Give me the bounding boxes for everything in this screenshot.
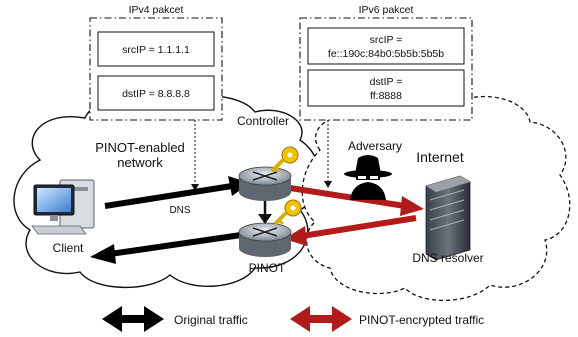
adversary-icon — [344, 155, 392, 200]
ipv4-src-ip: srcIP = 1.1.1.1 — [122, 44, 190, 56]
legend-original-label: Original traffic — [174, 313, 248, 327]
pinot-network-label-line1: PINOT-enabled — [95, 140, 185, 155]
internet-label: Internet — [416, 149, 464, 165]
controller-router-icon — [238, 166, 292, 201]
pinot-network-label-line2: network — [117, 155, 163, 170]
encrypted-traffic-out — [289, 185, 424, 216]
ipv6-dst-label: dstIP = — [370, 76, 403, 88]
pinot-label: PINOT — [249, 261, 286, 275]
ipv4-connector-head — [191, 184, 199, 191]
pinot-router-icon — [238, 222, 292, 257]
encrypted-traffic-in — [284, 215, 417, 246]
legend-encrypted-label: PINOT-encrypted traffic — [359, 313, 484, 327]
legend-original: Original traffic — [102, 306, 248, 332]
key-icon — [273, 199, 302, 226]
ipv4-packet: IPv4 pakcet srcIP = 1.1.1.1 dstIP = 8.8.… — [89, 4, 223, 121]
ipv6-packet-title: IPv6 pakcet — [359, 4, 414, 16]
ipv6-connector-head — [324, 181, 332, 188]
adversary-label: Adversary — [348, 139, 402, 153]
client-label: Client — [53, 241, 84, 255]
dns-label: DNS — [169, 205, 190, 216]
original-traffic-in — [90, 231, 249, 264]
ipv6-src-ip: fe::190c:84b0:5b5b:5b5b — [328, 48, 444, 60]
legend-encrypted: PINOT-encrypted traffic — [290, 306, 484, 332]
ipv6-packet: IPv6 pakcet srcIP = fe::190c:84b0:5b5b:5… — [299, 4, 473, 121]
ipv6-dst-ip: ff:8888 — [370, 90, 402, 102]
key-icon — [270, 146, 299, 173]
dns-resolver-server-icon — [425, 175, 471, 261]
ipv4-packet-title: IPv4 pakcet — [129, 4, 184, 16]
client-computer-icon — [31, 179, 95, 235]
ipv4-dst-ip: dstIP = 8.8.8.8 — [122, 88, 190, 100]
legend-encrypted-arrow-icon — [290, 306, 352, 332]
controller-label: Controller — [237, 114, 289, 128]
dns-resolver-label: DNS resolver — [412, 251, 483, 265]
ipv6-src-label: srcIP = — [370, 34, 403, 46]
legend-original-arrow-icon — [102, 306, 164, 332]
controller-link-head — [258, 214, 272, 224]
